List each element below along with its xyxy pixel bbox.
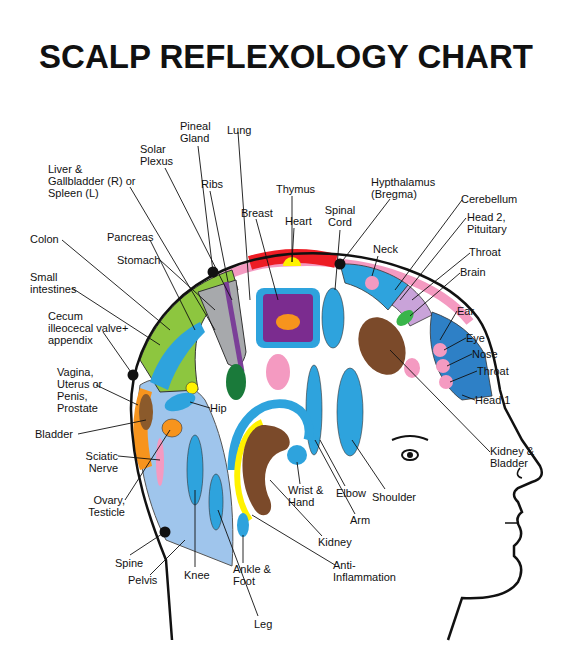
region-label: Cerebellum (461, 193, 526, 205)
brain-spot (393, 307, 416, 329)
nostril (517, 468, 522, 478)
pink-spot (266, 354, 290, 390)
pupil (407, 452, 413, 458)
region-label: Pineal Gland (180, 120, 222, 144)
region-label: Ovary, Testicle (75, 494, 125, 518)
region-label: Breast (241, 207, 281, 219)
region-label: Hip (210, 402, 240, 414)
region-label: Wrist & Hand (288, 484, 333, 508)
chart-title: SCALP REFLEXOLOGY CHART (0, 38, 572, 76)
region-label: Throat (477, 365, 522, 377)
heart-spot (276, 314, 300, 330)
landmark-dot (208, 267, 219, 278)
ribs-strip (226, 282, 242, 372)
region-label: Elbow (336, 487, 376, 499)
region-label: Eye (466, 332, 496, 344)
region-label: Kidney & Bladder (490, 445, 542, 469)
region-label: Lung (227, 124, 267, 136)
region-label: Ear (457, 305, 487, 317)
region-label: Ribs (201, 178, 231, 190)
landmark-dot (128, 370, 139, 381)
region-label: Cecum illeocecal valve+ appendix (48, 310, 131, 346)
shoulder-spot (337, 368, 363, 456)
region-label: Spine (115, 557, 155, 569)
region-label: Heart (285, 215, 320, 227)
pink-spot (404, 358, 420, 378)
region-label: Liver & Gallbladder (R) or Spleen (L) (48, 163, 138, 199)
region-label: Stomach (117, 254, 172, 266)
bladder-spot (162, 419, 182, 437)
eyebrow (392, 436, 428, 440)
region-label: Anti-Inflammation (333, 559, 399, 583)
region-label: Small intestines (30, 271, 85, 295)
region-label: Arm (350, 514, 380, 526)
region-label: Pelvis (128, 574, 168, 586)
leader-lines (62, 132, 490, 616)
region-label: Thymus (276, 183, 321, 195)
region-label: Pancreas (107, 231, 162, 243)
region-label: Head 2, Pituitary (467, 211, 525, 235)
region-label: Vagina, Uterus or Penis, Prostate (57, 366, 109, 414)
uterus-spot (139, 394, 153, 430)
region-label: Sciatic Nerve (72, 450, 118, 474)
lung-region (256, 288, 320, 348)
landmark-dot (160, 527, 171, 538)
liver-spot (226, 364, 246, 400)
eye (402, 450, 418, 460)
hip-spot (162, 389, 198, 415)
breast-region (263, 294, 313, 342)
mouth (505, 522, 518, 524)
region-label: Knee (184, 569, 219, 581)
region-label: Bladder (35, 428, 85, 440)
ankle-spot (237, 513, 249, 537)
arm-spot (306, 365, 322, 455)
region-label: Nose (472, 348, 507, 360)
region-label: Spinal Cord (318, 204, 362, 228)
leg-spot (209, 474, 223, 530)
region-label: Head 1 (475, 394, 520, 406)
region-label: Leg (254, 618, 284, 630)
region-label: Throat (469, 246, 514, 258)
region-label: Kidney (318, 536, 363, 548)
spinal-spot (322, 288, 344, 348)
head-outline (131, 253, 542, 640)
intestine-strip (150, 322, 205, 390)
region-label: Shoulder (372, 491, 422, 503)
region-label: Brain (460, 266, 500, 278)
kidney-spot (242, 425, 289, 515)
region-label: Solar Plexus (140, 143, 182, 167)
neck-spot (365, 276, 379, 290)
appendix-spot (186, 382, 198, 394)
region-label: Hypthalamus (Bregma) (371, 176, 446, 200)
region-label: Neck (373, 243, 408, 255)
region-label: Colon (30, 233, 70, 245)
region-label: Ankle & Foot (233, 563, 278, 587)
landmark-dot (335, 259, 346, 270)
